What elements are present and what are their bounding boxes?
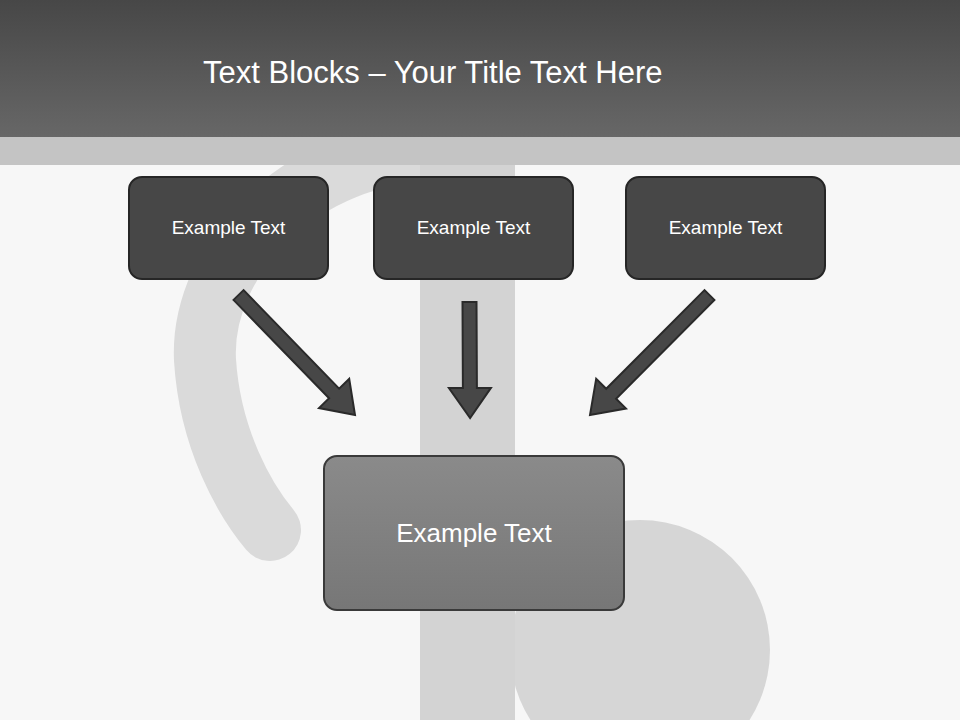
- box-text: Example Text: [172, 217, 286, 239]
- box-text: Example Text: [396, 518, 552, 549]
- box-text: Example Text: [417, 217, 531, 239]
- slide-title: Text Blocks – Your Title Text Here: [203, 55, 663, 91]
- arrow-shape: [590, 290, 714, 415]
- result-box: Example Text: [323, 455, 625, 611]
- block-arrow: [449, 302, 491, 418]
- header-band: [0, 137, 960, 165]
- box-text: Example Text: [669, 217, 783, 239]
- text-box: Example Text: [373, 176, 574, 280]
- text-box: Example Text: [128, 176, 329, 280]
- block-arrow: [590, 290, 714, 415]
- block-arrow: [234, 290, 356, 415]
- arrow-shape: [449, 302, 491, 418]
- text-box: Example Text: [625, 176, 826, 280]
- arrow-shape: [234, 290, 356, 415]
